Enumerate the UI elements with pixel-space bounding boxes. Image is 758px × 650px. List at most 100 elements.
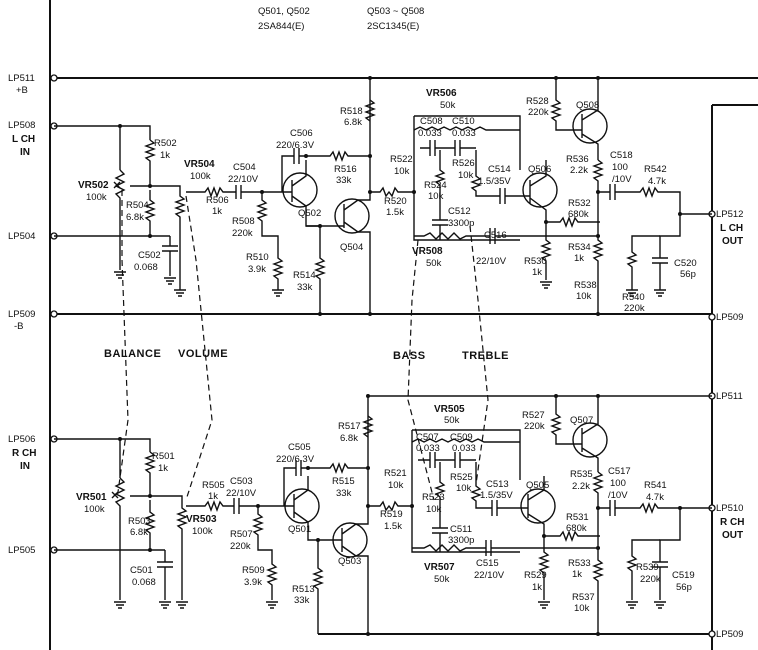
c519-label: C519 bbox=[672, 570, 695, 581]
r513-value: 33k bbox=[294, 595, 310, 606]
left-channel-circuit bbox=[54, 78, 712, 314]
r503-value: 6.8k bbox=[130, 527, 148, 538]
bass-gang-line bbox=[407, 239, 435, 501]
r505-value: 1k bbox=[208, 491, 218, 502]
r535-value: 2.2k bbox=[572, 481, 590, 492]
c513-label: C513 bbox=[486, 479, 509, 490]
c510-label: C510 bbox=[452, 116, 475, 127]
lp512-label: LP512 bbox=[716, 209, 743, 220]
c514-value: 1.5/35V bbox=[478, 176, 511, 187]
header-transistors-1: Q501, Q502 bbox=[258, 6, 310, 17]
c507-value: 0.033 bbox=[416, 443, 440, 454]
q503-label: Q503 bbox=[338, 556, 361, 567]
r510-label: R510 bbox=[246, 252, 269, 263]
c518-label: C518 bbox=[610, 150, 633, 161]
vr501-label: VR501 bbox=[76, 492, 107, 503]
c510-value: 0.033 bbox=[452, 128, 476, 139]
r532-label: R532 bbox=[568, 198, 591, 209]
r530-label: R530 bbox=[524, 256, 547, 267]
r537-value: 10k bbox=[574, 603, 590, 614]
junction-dots bbox=[118, 76, 682, 636]
c503-label: C503 bbox=[230, 476, 253, 487]
r517-label: R517 bbox=[338, 421, 361, 432]
r506-label: R506 bbox=[206, 195, 229, 206]
r538-label: R538 bbox=[574, 280, 597, 291]
volume-gang-line bbox=[185, 195, 213, 501]
r534-label: R534 bbox=[568, 242, 591, 253]
r521-value: 10k bbox=[388, 480, 404, 491]
r542-value: 4.7k bbox=[648, 176, 666, 187]
c518-value-1: 100 bbox=[612, 162, 628, 173]
r503-label: R503 bbox=[128, 516, 151, 527]
c501-value: 0.068 bbox=[132, 577, 156, 588]
r532-value: 680k bbox=[568, 209, 589, 220]
c512-label: C512 bbox=[448, 206, 471, 217]
r521-label: R521 bbox=[384, 468, 407, 479]
r-ch-out-1: R CH bbox=[720, 517, 744, 528]
r519-label: R519 bbox=[380, 509, 403, 520]
lp504-label: LP504 bbox=[8, 231, 35, 242]
vr507-label: VR507 bbox=[424, 562, 455, 573]
r502-value: 1k bbox=[160, 150, 170, 161]
r507-value: 220k bbox=[230, 541, 251, 552]
r525-label: R525 bbox=[450, 472, 473, 483]
c511-value: 3300p bbox=[448, 535, 474, 546]
c505-value: 220/6.3V bbox=[276, 454, 315, 465]
r537-label: R537 bbox=[572, 592, 595, 603]
r531-label: R531 bbox=[566, 512, 589, 523]
r533-value: 1k bbox=[572, 569, 582, 580]
c514-label: C514 bbox=[488, 164, 511, 175]
r518-value: 6.8k bbox=[344, 117, 362, 128]
q504-label: Q504 bbox=[340, 242, 363, 253]
vr503-value: 100k bbox=[192, 526, 213, 537]
right-channel-circuit bbox=[54, 395, 712, 634]
l-ch-out-1: L CH bbox=[720, 223, 743, 234]
r528-value: 220k bbox=[528, 107, 549, 118]
c502-value: 0.068 bbox=[134, 262, 158, 273]
bass-label: BASS bbox=[393, 350, 426, 362]
r507-label: R507 bbox=[230, 529, 253, 540]
c504-value: 22/10V bbox=[228, 174, 259, 185]
r523-value: 10k bbox=[426, 504, 442, 515]
r508-label: R508 bbox=[232, 216, 255, 227]
r541-label: R541 bbox=[644, 480, 667, 491]
r540-label: R540 bbox=[622, 292, 645, 303]
r504-value: 6.8k bbox=[126, 212, 144, 223]
c517-value-2: /10V bbox=[608, 490, 628, 501]
minus-b-label: -B bbox=[14, 321, 24, 332]
r516-label: R516 bbox=[334, 164, 357, 175]
r508-value: 220k bbox=[232, 228, 253, 239]
r510-value: 3.9k bbox=[248, 264, 266, 275]
q508-label: Q508 bbox=[576, 100, 599, 111]
r-ch-label: R CH bbox=[12, 448, 36, 459]
c515-label: C515 bbox=[476, 558, 499, 569]
l-in-label: IN bbox=[20, 147, 30, 158]
c502-label: C502 bbox=[138, 250, 161, 261]
q506-label: Q506 bbox=[528, 164, 551, 175]
r539-label: R539 bbox=[636, 562, 659, 573]
r509-label: R509 bbox=[242, 565, 265, 576]
r542-label: R542 bbox=[644, 164, 667, 175]
q501-label: Q501 bbox=[288, 524, 311, 535]
header-transistors-2: Q503 ~ Q508 bbox=[367, 6, 424, 17]
r525-value: 10k bbox=[456, 483, 472, 494]
r502-label: R502 bbox=[154, 138, 177, 149]
vr501-value: 100k bbox=[84, 504, 105, 515]
r541-value: 4.7k bbox=[646, 492, 664, 503]
r523-label: R523 bbox=[422, 492, 445, 503]
r527-value: 220k bbox=[524, 421, 545, 432]
balance-gang-line bbox=[117, 190, 129, 493]
r505-label: R505 bbox=[202, 480, 225, 491]
r536-label: R536 bbox=[566, 154, 589, 165]
lp509-bottom-label: LP509 bbox=[716, 629, 743, 640]
lp509-right-label: LP509 bbox=[716, 312, 743, 323]
lp511-left-label: LP511 bbox=[8, 73, 35, 84]
l-out-label: OUT bbox=[722, 236, 743, 247]
c507-label: C507 bbox=[416, 432, 439, 443]
c508-label: C508 bbox=[420, 116, 443, 127]
r534-value: 1k bbox=[574, 253, 584, 264]
r528-label: R528 bbox=[526, 96, 549, 107]
c515-value: 22/10V bbox=[474, 570, 505, 581]
c520-label: C520 bbox=[674, 258, 697, 269]
